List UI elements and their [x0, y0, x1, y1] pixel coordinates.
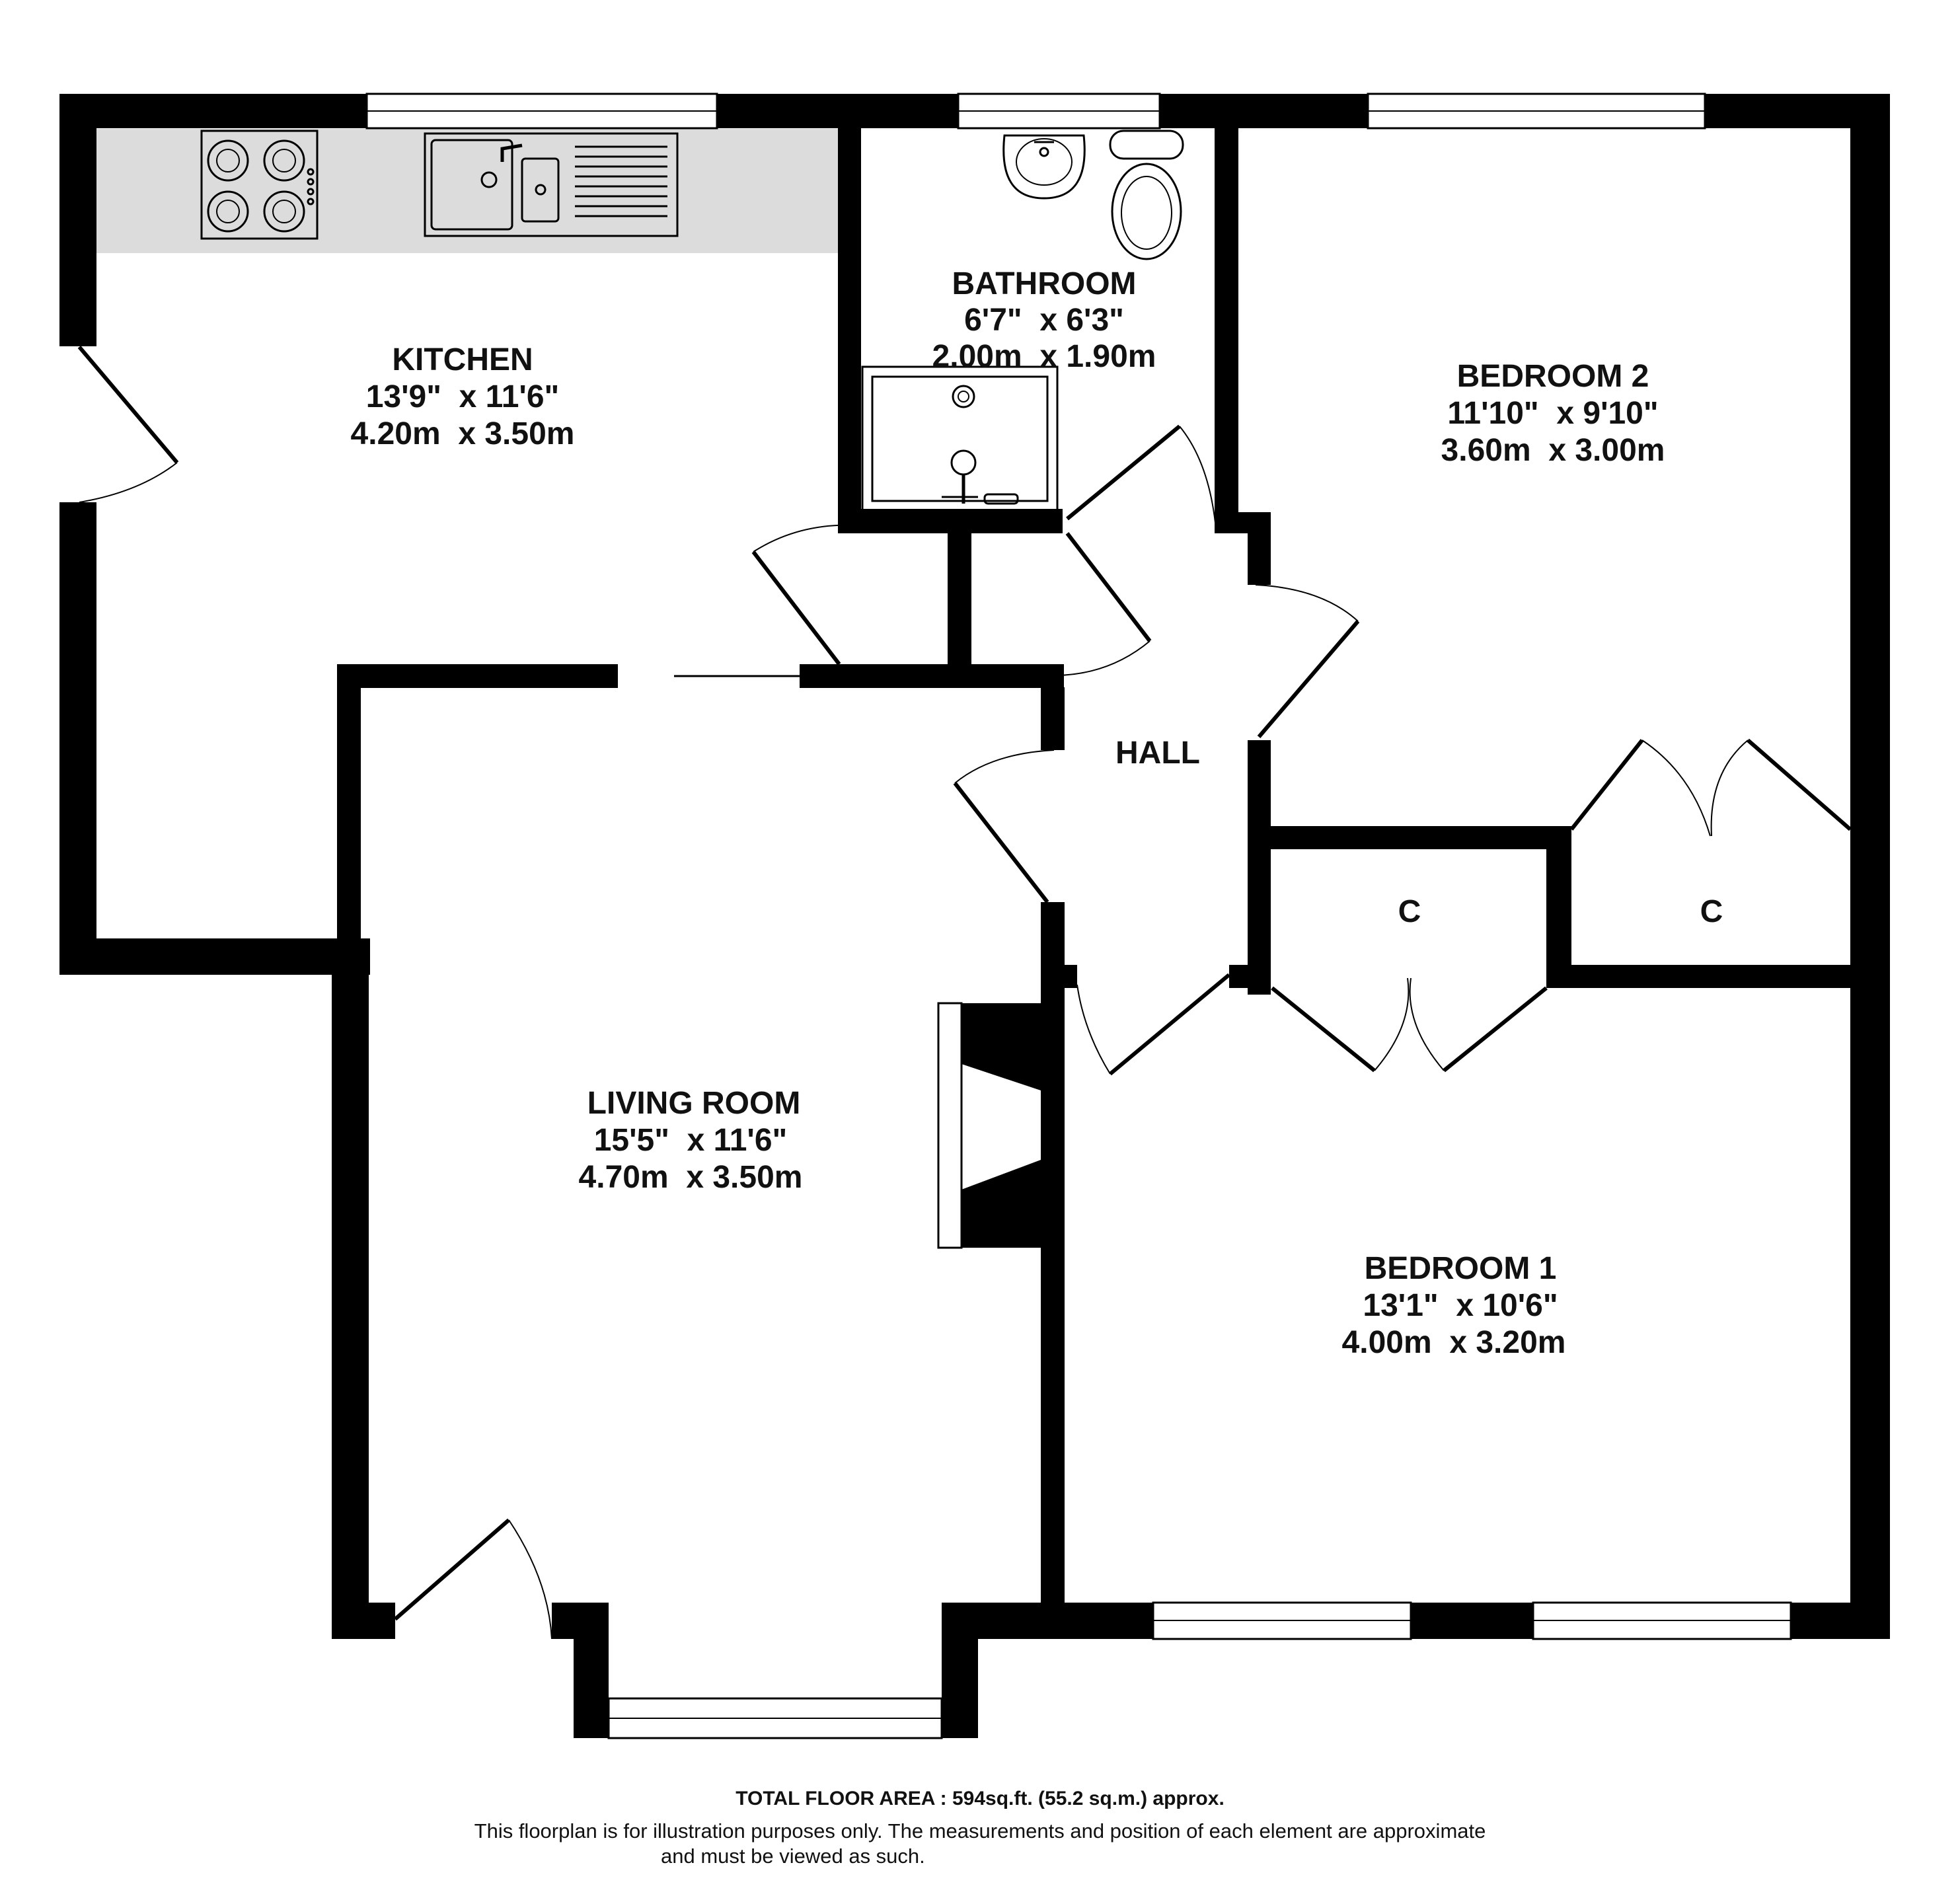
basin-icon [1002, 134, 1086, 200]
bathroom-imperial: 6'7" x 6'3" [964, 303, 1124, 338]
walls [59, 94, 1890, 1738]
bedroom2-imperial: 11'10" x 9'10" [1447, 396, 1658, 431]
bedroom2-metric: 3.60m x 3.00m [1441, 433, 1665, 468]
kitchen-name: KITCHEN [392, 342, 533, 377]
bedroom2-name: BEDROOM 2 [1457, 359, 1649, 394]
room-labels: KITCHEN 13'9" x 11'6" 4.20m x 3.50m BATH… [351, 266, 1723, 1360]
living-room-metric: 4.70m x 3.50m [579, 1160, 803, 1195]
total-floor-area: TOTAL FLOOR AREA : 594sq.ft. (55.2 sq.m.… [735, 1788, 1225, 1809]
kitchen-counter [96, 129, 839, 253]
kitchen-metric: 4.20m x 3.50m [351, 416, 575, 451]
disclaimer: This floorplan is for illustration purpo… [0, 1819, 1960, 1869]
disclaimer-line-1: This floorplan is for illustration purpo… [474, 1819, 1486, 1843]
bedroom1-metric: 4.00m x 3.20m [1342, 1325, 1566, 1360]
toilet-icon [1109, 130, 1184, 260]
fireplace [937, 1002, 1041, 1249]
hob-icon [200, 130, 319, 240]
bedroom1-imperial: 13'1" x 10'6" [1363, 1288, 1558, 1323]
kitchen-imperial: 13'9" x 11'6" [366, 379, 560, 414]
living-room-name: LIVING ROOM [587, 1086, 801, 1121]
bathroom-name: BATHROOM [952, 266, 1136, 301]
disclaimer-line-2: and must be viewed as such. [661, 1844, 925, 1868]
doors [77, 346, 1852, 1640]
cupboard2-name: C [1700, 894, 1723, 929]
cupboard1-name: C [1398, 894, 1421, 929]
window-glazing-lines [367, 110, 1791, 1719]
shower-tray-icon [861, 365, 1059, 512]
living-room-imperial: 15'5" x 11'6" [594, 1123, 788, 1158]
bathroom-metric: 2.00m x 1.90m [932, 339, 1156, 374]
hall-name: HALL [1115, 736, 1200, 771]
sink-icon [424, 132, 679, 237]
bedroom1-name: BEDROOM 1 [1365, 1251, 1557, 1286]
